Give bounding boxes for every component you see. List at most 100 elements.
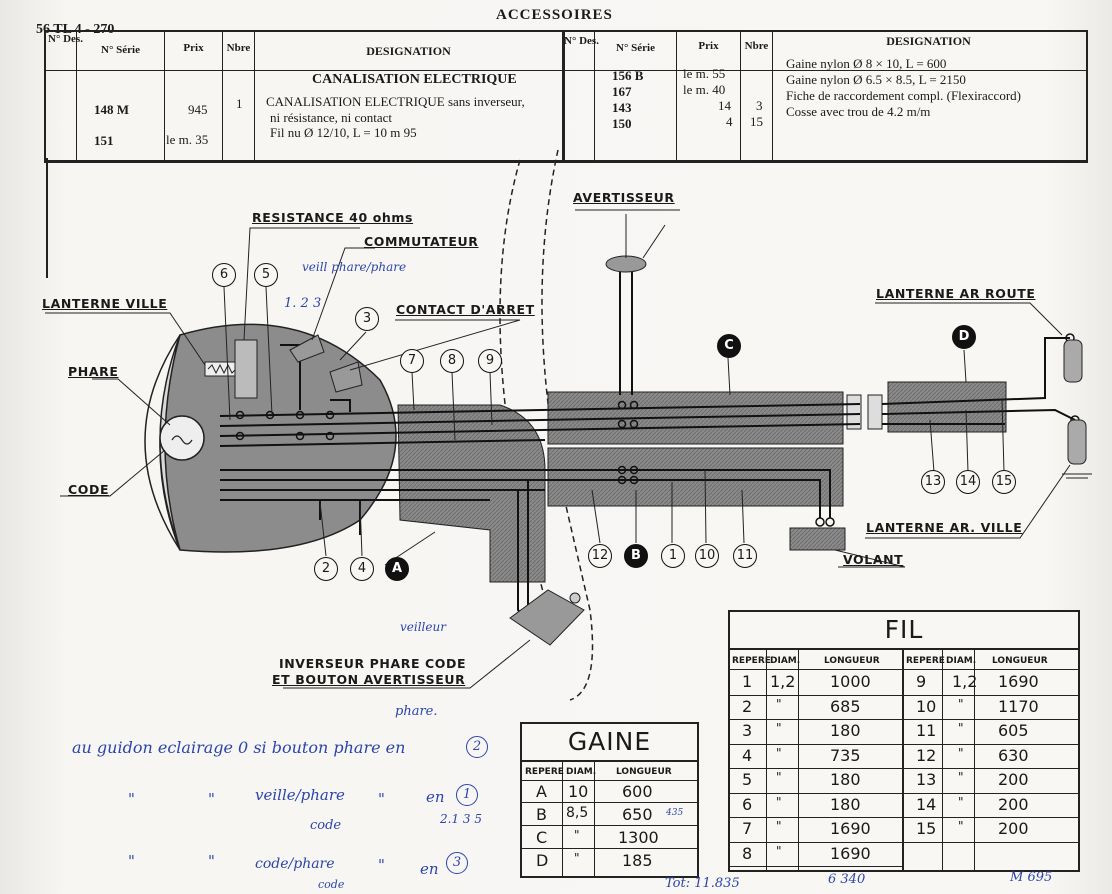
wire-marker: 7 <box>400 349 424 373</box>
gaine-cell: A <box>536 782 547 801</box>
wire-marker: 4 <box>350 557 374 581</box>
hand-note: en <box>426 788 445 806</box>
col-divider <box>772 32 773 160</box>
prix-cell: le m. 55 <box>683 66 726 81</box>
fil-table: FIL REPERE DIAM. LONGUEUR REPERE DIAM. L… <box>728 610 1080 872</box>
gaine-cell: D <box>536 851 549 870</box>
label-contact-arret: CONTACT D'ARRET <box>396 302 535 317</box>
designation-cell: Gaine nylon Ø 6.5 × 8.5, L = 2150 <box>786 72 966 87</box>
serie-cell: 148 M <box>94 102 130 117</box>
fil-row-rule <box>730 768 902 769</box>
gaine-cell: C <box>536 828 548 847</box>
horn-icon <box>605 255 647 273</box>
nbre-cell: 3 <box>756 98 763 113</box>
fil-cell: " <box>776 794 782 809</box>
hand-note: code <box>310 818 342 833</box>
wire-marker: 6 <box>212 263 236 287</box>
fil-cell: " <box>776 770 782 784</box>
col-header-designation: DESIGNATION <box>366 44 451 58</box>
left-border-rule <box>46 158 48 278</box>
gaine-table: GAINE REPERE DIAM. LONGUEUR A 10 600 B 8… <box>520 722 699 878</box>
col-divider <box>594 32 595 160</box>
fil-cell: 14 <box>916 794 937 814</box>
fil-cell: 8 <box>742 843 753 863</box>
fil-cell: 12 <box>916 745 937 765</box>
fil-cell: 630 <box>998 745 1029 765</box>
fil-cell: 6 <box>742 794 753 814</box>
wire-marker: 14 <box>956 470 980 494</box>
fil-col-header: DIAM. <box>770 656 801 666</box>
fil-table-title: FIL <box>730 612 1078 650</box>
fil-cell: " <box>776 696 782 711</box>
fil-row-rule <box>730 743 902 745</box>
fil-cell: " <box>958 721 964 735</box>
fil-cell: 4 <box>742 745 753 765</box>
hand-note: " <box>378 790 385 808</box>
serie-cell: 143 <box>612 100 632 115</box>
hand-note: veill phare/phare <box>302 260 407 274</box>
wire-marker: 12 <box>588 544 612 568</box>
label-lanterne-ar-ville: LANTERNE AR. VILLE <box>866 520 1023 535</box>
fil-row-rule <box>902 817 1078 818</box>
fil-cell: 13 <box>916 770 937 789</box>
label-volant: VOLANT <box>843 552 904 567</box>
fil-cell: 180 <box>830 721 861 740</box>
fil-cell: 200 <box>998 794 1029 814</box>
hand-note: 6 340 <box>828 872 866 887</box>
page-heading: ACCESSOIRES <box>496 7 613 23</box>
hand-note: M 695 <box>1010 870 1053 885</box>
fil-row-rule <box>730 719 902 720</box>
wire-marker: 1 <box>661 544 685 568</box>
designation-cell: Gaine nylon Ø 8 × 10, L = 600 <box>786 56 947 71</box>
col-header-ndes: N° Des. <box>564 35 599 47</box>
gaine-table-title: GAINE <box>522 724 697 762</box>
fil-cell: 180 <box>830 794 861 814</box>
volant-block <box>789 527 846 551</box>
hand-circle: 2 <box>466 736 488 758</box>
prix-cell: 14 <box>718 98 731 113</box>
wire-marker: 11 <box>733 544 757 568</box>
hand-note: 1. 2 3 <box>284 296 322 311</box>
gaine-cell: 8,5 <box>566 805 589 821</box>
wire-marker: 5 <box>254 263 278 287</box>
fil-cell: " <box>958 745 964 760</box>
gaine-col-header: DIAM. <box>566 767 597 777</box>
wire-marker: 13 <box>921 470 945 494</box>
fil-row-rule <box>730 841 902 843</box>
label-resistance: RESISTANCE 40 ohms <box>252 210 414 225</box>
col-header-serie: N° Série <box>101 44 140 56</box>
commutateur-switch <box>289 334 325 363</box>
hand-note: " <box>208 852 215 870</box>
fil-col-header: REPERE <box>732 656 771 666</box>
label-code: CODE <box>68 482 110 497</box>
fil-cell: 10 <box>916 696 937 716</box>
hand-note: au guidon eclairage 0 si bouton phare en <box>72 738 406 757</box>
designation-cell: Cosse avec trou de 4.2 m/m <box>786 104 931 119</box>
fil-cell: 1690 <box>830 843 871 863</box>
hand-note: veilleur <box>400 620 446 634</box>
sheath-marker: A <box>385 557 409 581</box>
fil-cell: " <box>958 696 964 711</box>
contact-switch <box>329 361 363 393</box>
col-divider <box>76 32 77 160</box>
serie-cell: 167 <box>612 84 632 99</box>
fil-row-rule <box>730 866 902 867</box>
inverseur-switch <box>509 589 585 646</box>
hand-note: en <box>420 860 439 878</box>
hand-note: veille/phare <box>255 786 345 804</box>
col-header-prix: Prix <box>698 40 719 52</box>
label-phare: PHARE <box>68 364 119 379</box>
hand-note: " <box>128 790 135 808</box>
rear-lamp-ville <box>1067 419 1087 465</box>
serie-cell: 151 <box>94 133 114 148</box>
wire-marker: 2 <box>314 557 338 581</box>
wire-marker: 3 <box>355 307 379 331</box>
gaine-cell: 185 <box>622 851 653 870</box>
gaine-col-header: REPERE <box>525 767 564 777</box>
fil-cell: 605 <box>998 721 1029 740</box>
gaine-col-header: LONGUEUR <box>616 767 672 777</box>
fil-row-rule <box>730 792 902 794</box>
fil-row-rule <box>902 694 1078 696</box>
